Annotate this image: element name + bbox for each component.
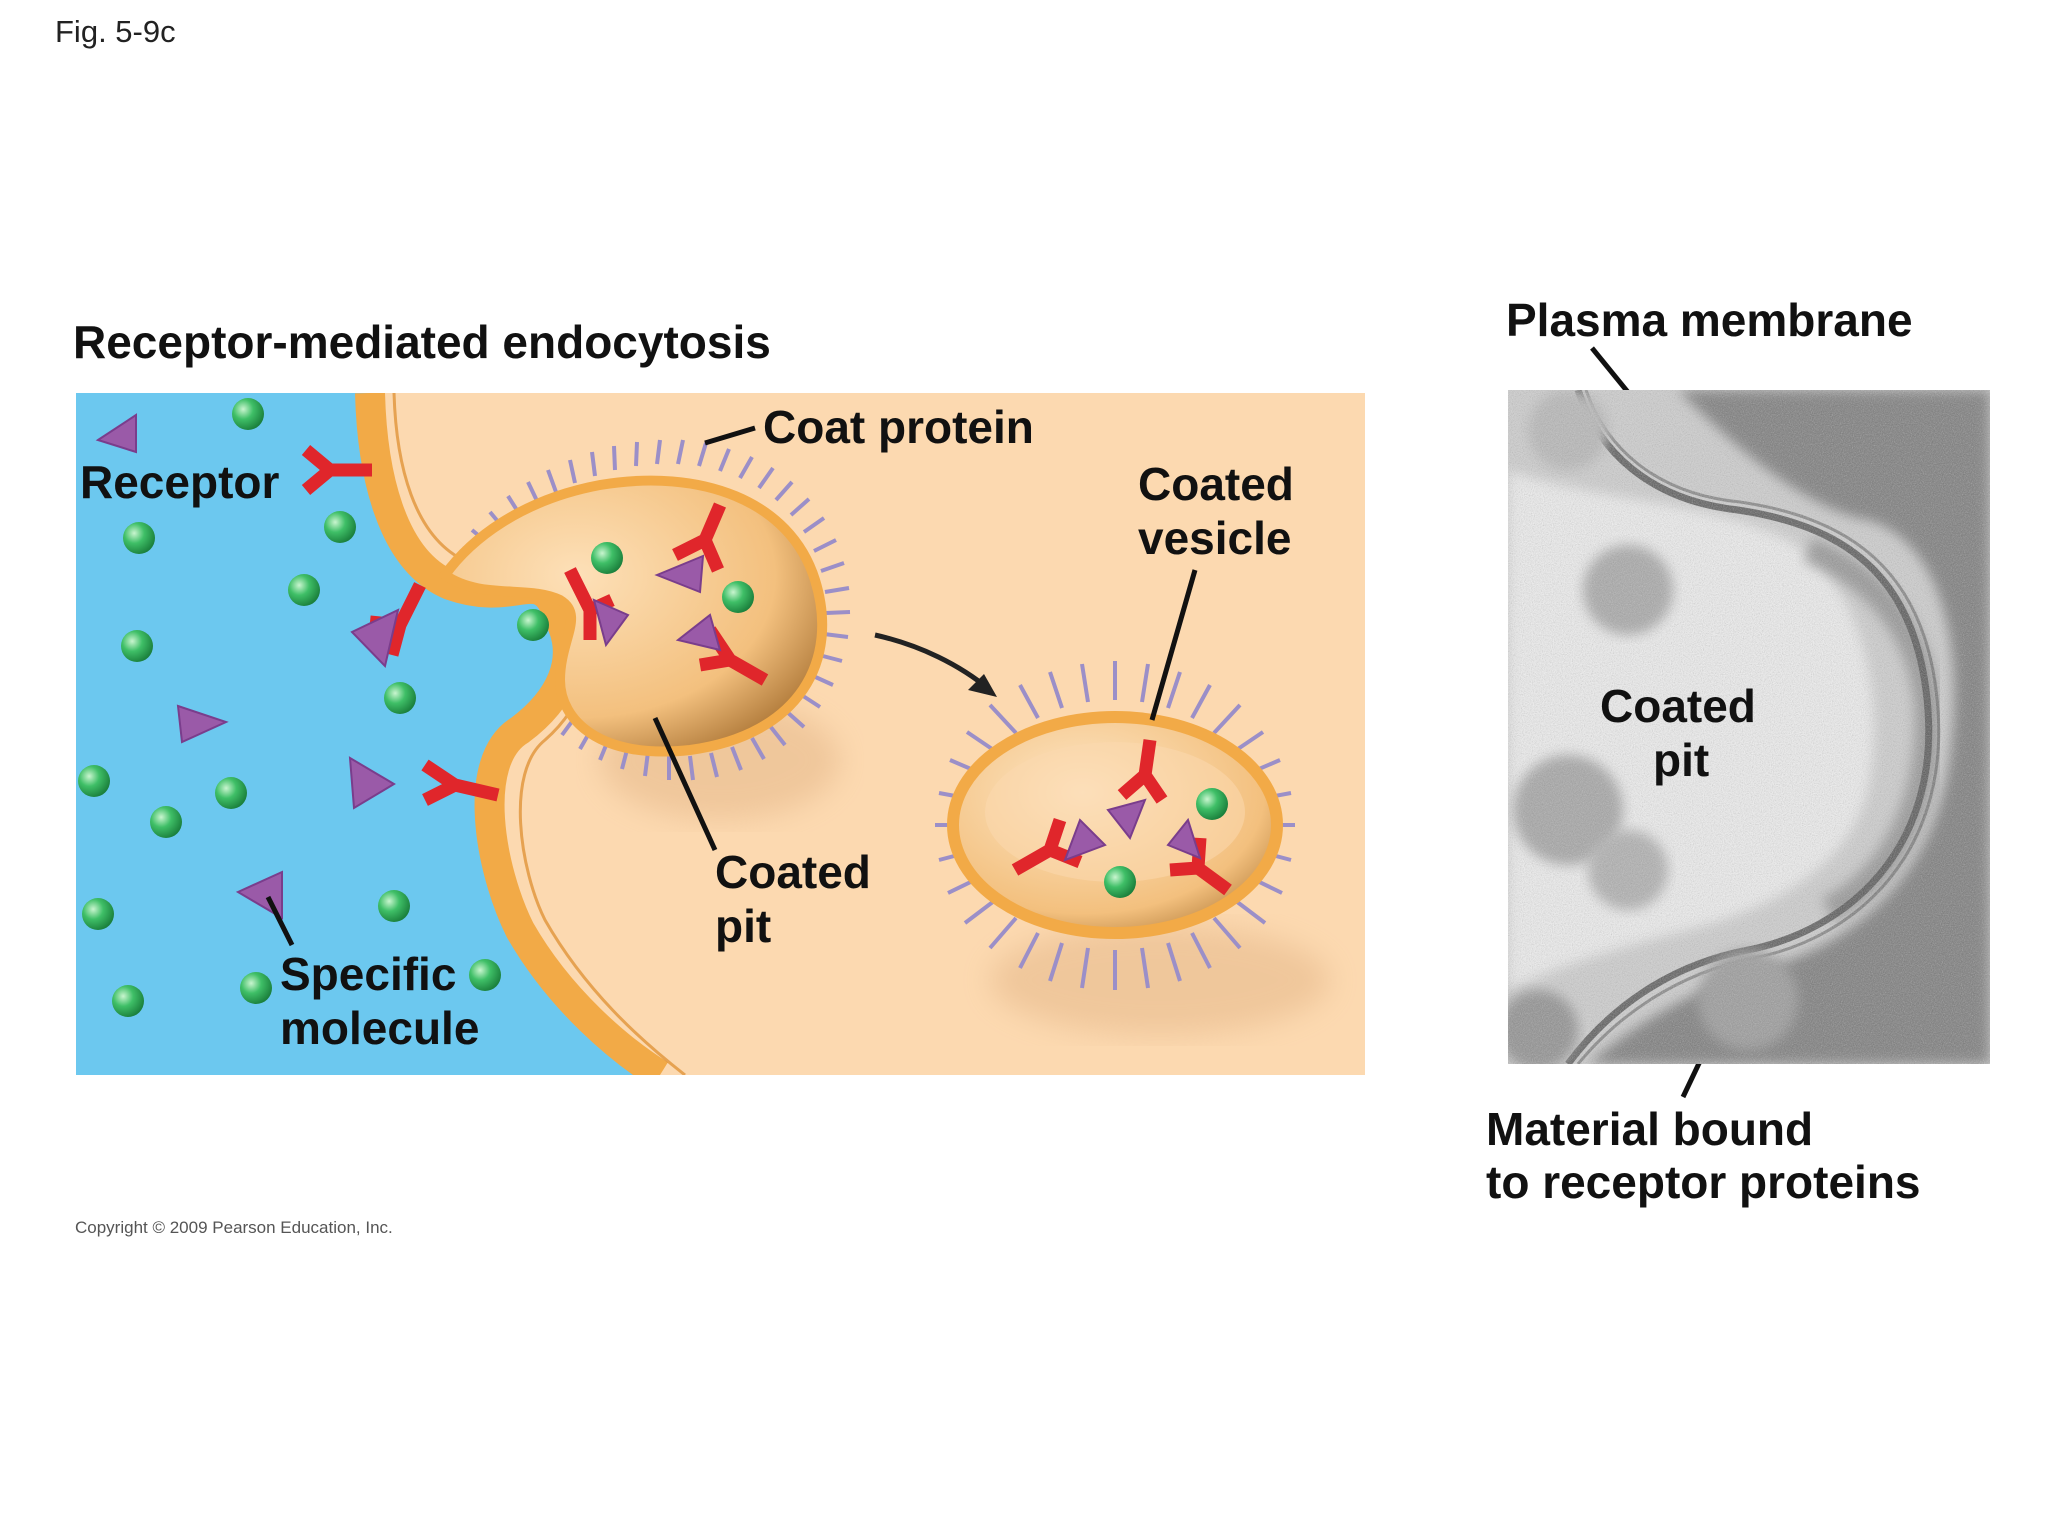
molecule (150, 806, 182, 838)
receptor-ves-1 (1117, 739, 1168, 804)
ligand (675, 613, 722, 652)
receptor-lower (421, 759, 500, 806)
green-molecules (78, 398, 1228, 1017)
coated-vesicle-label-line1: Coated (1138, 458, 1294, 510)
molecule (123, 522, 155, 554)
coat-protein-label: Coat protein (763, 401, 1034, 453)
receptor-label: Receptor (80, 456, 280, 508)
plasma-membrane-label: Plasma membrane (1506, 294, 1913, 346)
molecule (517, 609, 549, 641)
receptor-ves-2 (1011, 817, 1083, 876)
specific-molecule-label-line2: molecule (280, 1002, 480, 1054)
molecule (240, 972, 272, 1004)
ligand (348, 756, 396, 810)
transition-arrowhead (968, 674, 997, 697)
molecule (384, 682, 416, 714)
ligand (176, 704, 229, 744)
ligand (1166, 817, 1202, 860)
coated-vesicle-leader (1149, 569, 1198, 721)
coat-protein-bristles-vesicle (935, 661, 1295, 990)
coated-pit-label-line2: pit (715, 900, 772, 952)
specific-molecule-label-line1: Specific (280, 948, 457, 1000)
electron-micrograph (1508, 390, 1990, 1064)
em-coated-pit-label-line2: pit (1653, 734, 1710, 786)
molecule (378, 890, 410, 922)
molecule (324, 511, 356, 543)
material-bound-label-line2: to receptor proteins (1486, 1156, 1921, 1208)
copyright-notice: Copyright © 2009 Pearson Education, Inc. (75, 1218, 393, 1237)
molecule (1196, 788, 1228, 820)
specific-molecules (95, 413, 1202, 920)
specific-molecule-leader (265, 895, 295, 947)
ligand (592, 598, 630, 648)
molecule (591, 542, 623, 574)
ligand (95, 413, 137, 454)
molecule (215, 777, 247, 809)
coat-protein-leader (704, 425, 756, 446)
figure-number: Fig. 5-9c (55, 14, 176, 49)
ligand (1063, 818, 1107, 862)
ligand (350, 608, 400, 669)
diagram-title: Receptor-mediated endocytosis (73, 316, 771, 368)
coated-pit-label-line1: Coated (715, 846, 871, 898)
ligand (654, 554, 705, 594)
receptor-pit-2 (672, 502, 726, 573)
molecule (121, 630, 153, 662)
molecule (112, 985, 144, 1017)
coated-pit-leader (652, 716, 718, 852)
coated-pit-illustration (438, 475, 828, 757)
receptor-ves-3 (1169, 837, 1232, 896)
material-bound-label-line1: Material bound (1486, 1103, 1814, 1155)
receptor-top (301, 445, 372, 495)
molecule (469, 959, 501, 991)
molecule (82, 898, 114, 930)
molecule (78, 765, 110, 797)
molecule (288, 574, 320, 606)
molecule (232, 398, 264, 430)
molecule (1104, 866, 1136, 898)
coated-vesicle-label-line2: vesicle (1138, 512, 1292, 564)
extracellular-fluid (76, 393, 660, 1075)
em-coated-pit-label-line1: Coated (1600, 680, 1756, 732)
ligand (1106, 798, 1147, 840)
molecule (722, 581, 754, 613)
